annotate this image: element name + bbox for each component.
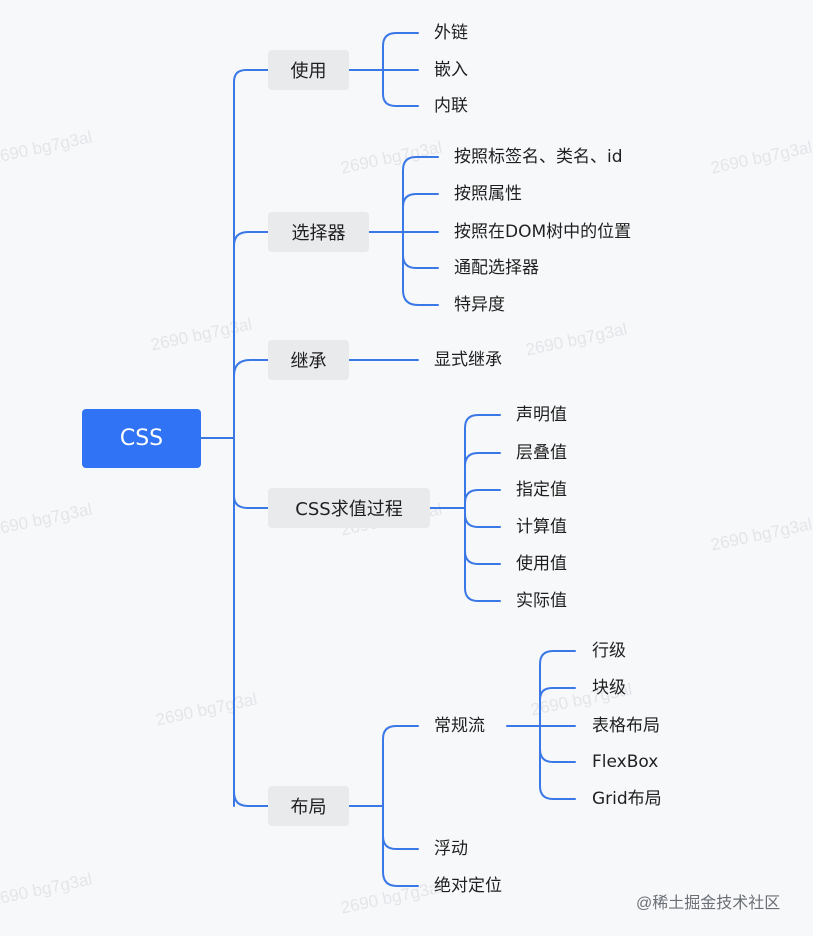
leaf-table-layout[interactable]: 表格布局 <box>592 716 660 736</box>
leaf-specificity[interactable]: 特异度 <box>454 295 505 315</box>
leaf-float[interactable]: 浮动 <box>434 839 468 859</box>
leaf-cascaded-value[interactable]: 层叠值 <box>516 443 567 463</box>
leaf-selector-tag-class-id[interactable]: 按照标签名、类名、id <box>454 147 623 167</box>
leaf-normal-flow[interactable]: 常规流 <box>434 716 485 736</box>
leaf-flexbox[interactable]: FlexBox <box>592 752 659 772</box>
leaf-declared-value[interactable]: 声明值 <box>516 405 567 425</box>
leaf-external[interactable]: 外链 <box>434 23 468 43</box>
leaf-inline[interactable]: 内联 <box>434 96 468 116</box>
leaf-absolute-positioning[interactable]: 绝对定位 <box>434 876 502 896</box>
node-selectors[interactable]: 选择器 <box>268 212 369 252</box>
footer-credit: @稀土掘金技术社区 <box>636 895 781 912</box>
leaf-grid-layout[interactable]: Grid布局 <box>592 789 662 809</box>
leaf-actual-value[interactable]: 实际值 <box>516 591 567 611</box>
leaf-block-level[interactable]: 块级 <box>592 678 626 698</box>
node-value-process[interactable]: CSS求值过程 <box>268 488 430 528</box>
node-usage[interactable]: 使用 <box>268 50 349 90</box>
leaf-selector-dom-position[interactable]: 按照在DOM树中的位置 <box>454 222 632 242</box>
leaf-selector-attribute[interactable]: 按照属性 <box>454 184 522 204</box>
leaf-embedded[interactable]: 嵌入 <box>434 60 468 80</box>
leaf-inline-level[interactable]: 行级 <box>592 641 626 661</box>
leaf-explicit-inheritance[interactable]: 显式继承 <box>434 350 502 370</box>
leaf-specified-value[interactable]: 指定值 <box>516 480 567 500</box>
leaf-used-value[interactable]: 使用值 <box>516 554 567 574</box>
root-node-css[interactable]: CSS <box>82 409 201 468</box>
node-layout[interactable]: 布局 <box>268 786 349 826</box>
node-inheritance[interactable]: 继承 <box>268 340 349 380</box>
leaf-selector-universal[interactable]: 通配选择器 <box>454 258 539 278</box>
leaf-computed-value[interactable]: 计算值 <box>516 517 567 537</box>
